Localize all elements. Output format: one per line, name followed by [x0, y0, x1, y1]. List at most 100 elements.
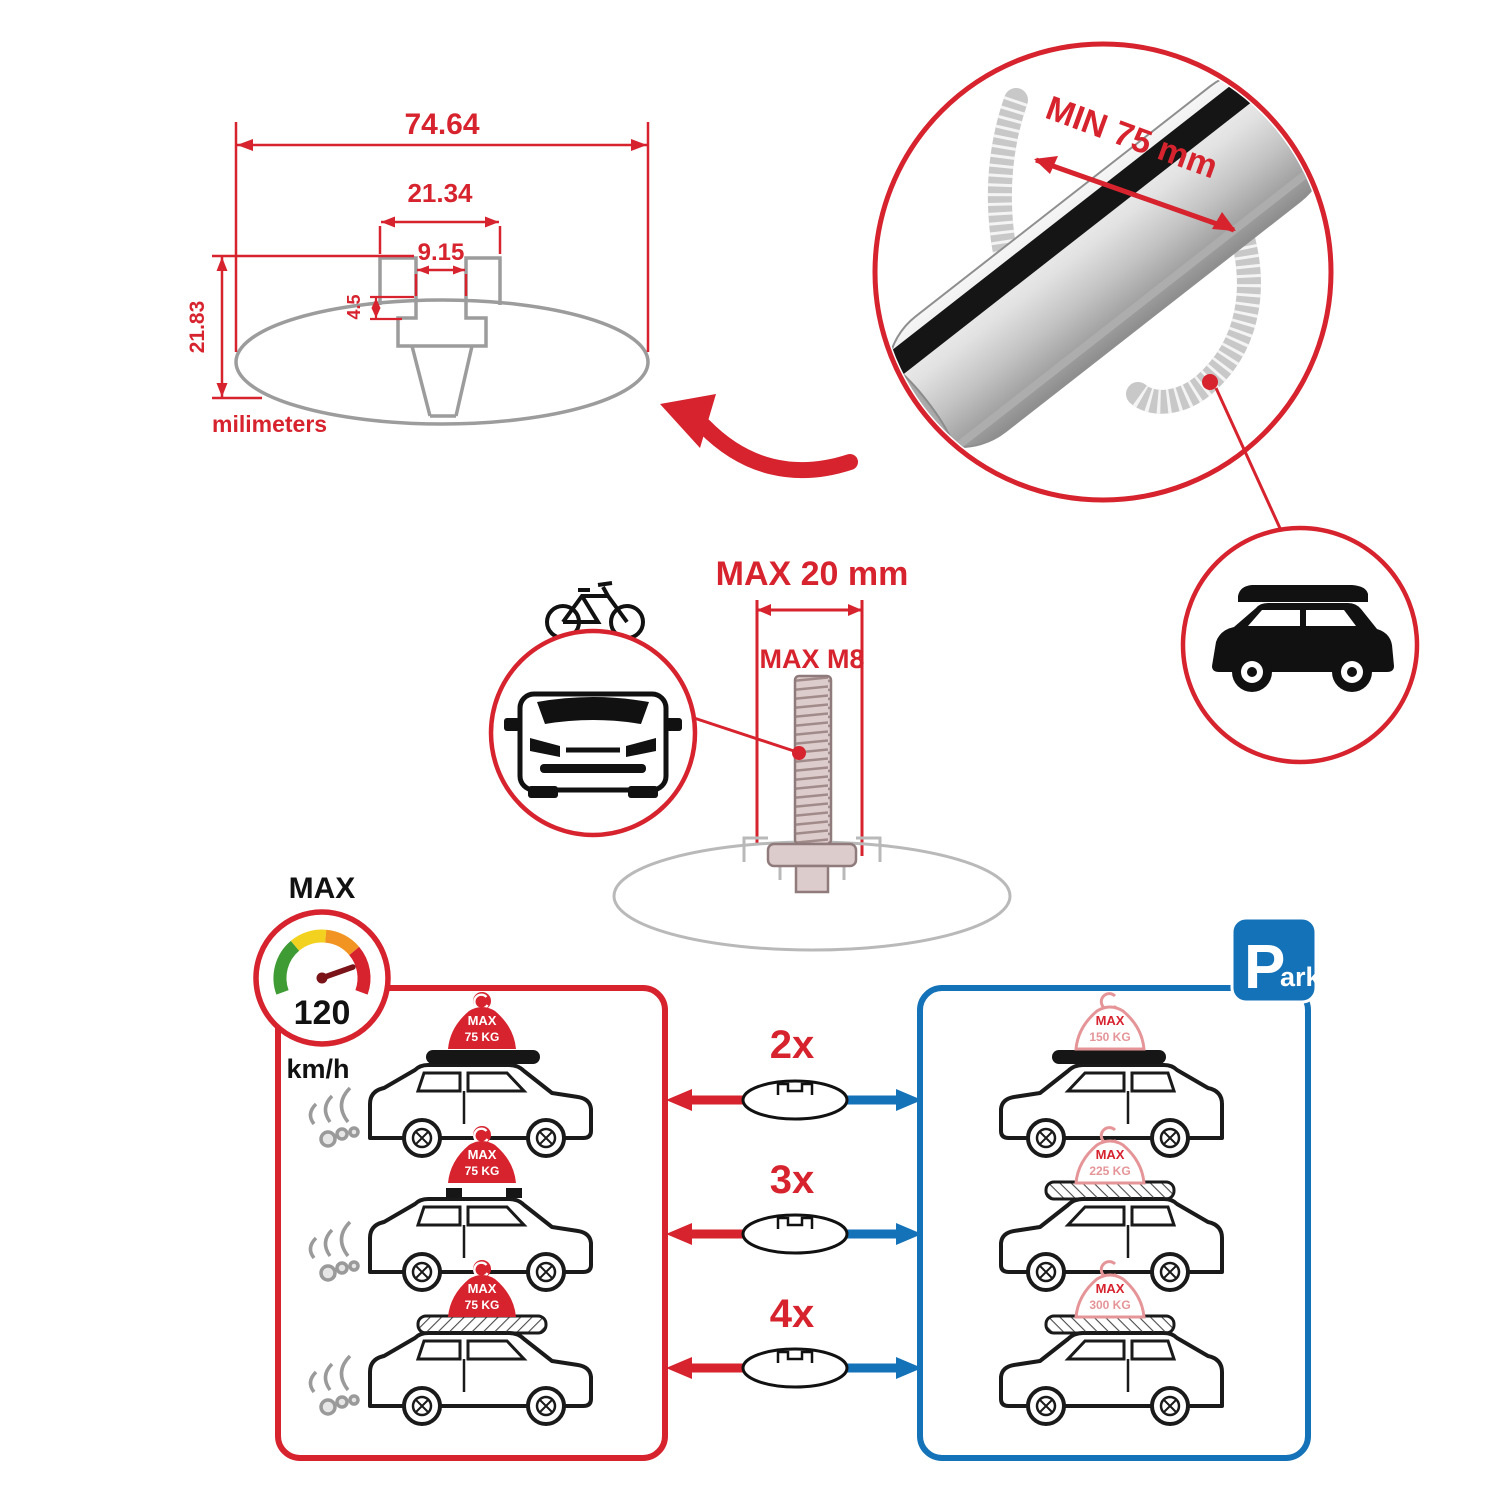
right-arrow-icon: [896, 1223, 922, 1245]
crossbar-photo-circle: MIN 75 mm: [872, 41, 1334, 538]
wheel-hub: [1247, 667, 1257, 677]
dim-arrowhead: [757, 604, 771, 616]
dim-units-label: milimeters: [212, 411, 327, 437]
profile-stem-outline: [410, 345, 474, 418]
car-front-circle: [488, 581, 698, 838]
suv-roofbox-circle: [1180, 525, 1420, 765]
rubber-channel-strip: [880, 60, 1280, 379]
left-arrow-icon: [666, 1089, 692, 1111]
crossbar-section-slot: [776, 1216, 814, 1229]
park-sign-suffix: ark: [1280, 962, 1322, 992]
load-sign-value: 300 KG: [1089, 1298, 1130, 1312]
multiplier-row-1: 2x: [666, 1023, 922, 1121]
bolt-max-thread-label: MAX M8: [759, 644, 864, 674]
bolt-dim-lines: [755, 600, 864, 856]
pointer-arrow: [660, 394, 858, 479]
bumper-band: [540, 764, 646, 773]
crossbar-section-slot: [776, 1350, 814, 1363]
load-sign: MAX 150 KG: [1074, 992, 1146, 1051]
bolt-flange: [766, 842, 858, 868]
load-sign: MAX 75 KG: [446, 990, 518, 1051]
profile-dimension-drawing: 74.64 21.34 9.15 4.5 21.: [186, 108, 650, 437]
load-sign-max: MAX: [468, 1147, 497, 1162]
left-arrow-icon: [666, 1357, 692, 1379]
dim-arrowhead: [417, 265, 429, 275]
multiplier-row-3: 4x: [666, 1292, 922, 1389]
dim-arrowhead: [1212, 212, 1236, 231]
roofbox-icon: [1238, 585, 1368, 602]
load-sign-max: MAX: [468, 1013, 497, 1028]
right-arrow-icon: [896, 1357, 922, 1379]
roofbox-icon: [426, 1050, 540, 1064]
dim-lip-label: 4.5: [344, 294, 364, 319]
callout-dot: [1202, 374, 1218, 390]
dim-total-height-label: 21.83: [186, 301, 209, 354]
load-sign-value: 75 KG: [465, 1164, 500, 1178]
multiplier-label: 3x: [770, 1158, 815, 1202]
suv-window: [1248, 610, 1300, 626]
dim-arrowhead: [631, 139, 647, 151]
dim-arrowhead: [237, 139, 253, 151]
profile-ellipse-outline: [234, 298, 650, 426]
speed-value: 120: [294, 994, 351, 1032]
roof-basket-icon: [416, 1314, 548, 1335]
dim-total-height-lines: [212, 254, 414, 400]
dim-arrowhead: [485, 216, 499, 228]
parked-car-1: MAX 150 KG: [999, 992, 1224, 1158]
callout-line-to-bolt: [693, 716, 798, 754]
left-arrow-icon: [666, 1223, 692, 1245]
load-sign-value: 225 KG: [1089, 1164, 1130, 1178]
parked-car-2: MAX 225 KG: [999, 1126, 1224, 1292]
right-arrow-icon: [896, 1089, 922, 1111]
load-sign: MAX 300 KG: [1074, 1260, 1146, 1319]
dim-total-width-lines: [234, 122, 650, 352]
crossbar-section-icon: [741, 1079, 849, 1121]
dim-arrowhead: [216, 257, 228, 271]
load-sign: MAX 225 KG: [1074, 1126, 1146, 1185]
load-sign: MAX 75 KG: [446, 1124, 518, 1185]
crossbar-section-slot: [776, 1082, 814, 1095]
dim-arrowhead: [216, 383, 228, 397]
load-sign-value: 75 KG: [465, 1030, 500, 1044]
dim-arrowhead: [1034, 156, 1058, 174]
wheel-hub: [1347, 667, 1357, 677]
dim-arrowhead: [371, 298, 381, 308]
dim-channel-outer-lines: [378, 220, 502, 254]
driving-car-3: MAX 75 KG: [308, 1258, 593, 1426]
park-sign: P ark: [1230, 916, 1322, 1004]
dim-arrowhead: [371, 308, 381, 318]
dim-channel-outer-label: 21.34: [407, 178, 473, 208]
speed-max-label: MAX: [289, 872, 356, 905]
dim-opening-lines: [414, 268, 468, 296]
multiplier-row-2: 3x: [666, 1158, 922, 1255]
roof-basket-icon: [1044, 1314, 1176, 1335]
dim-arrowhead: [381, 216, 395, 228]
pointer-arrowhead: [660, 394, 716, 448]
bolt-t-head: [794, 864, 830, 894]
bolt-spec-diagram: MAX 20 mm MAX M8: [612, 555, 1012, 952]
speedometer-hub: [316, 972, 328, 984]
load-sign-value: 150 KG: [1089, 1030, 1130, 1044]
roofbox-icon: [1052, 1050, 1166, 1064]
t-bolt-illustration: [766, 674, 858, 894]
car-front-illustration: [504, 691, 682, 798]
multiplier-label: 2x: [770, 1023, 815, 1067]
speedometer-gauge: [273, 929, 371, 995]
headlight: [626, 738, 656, 757]
park-sign-letter: P: [1244, 933, 1285, 1002]
crossbar-section-icon: [741, 1347, 849, 1389]
front-wheel: [528, 786, 558, 798]
windshield: [537, 697, 649, 724]
speed-unit: km/h: [286, 1054, 349, 1084]
profile-t-slot-outline: [378, 256, 502, 348]
suv-roofbox-illustration: [1212, 585, 1394, 692]
parked-car-3: MAX 300 KG: [999, 1260, 1224, 1426]
driving-car-1: MAX 75 KG: [308, 990, 593, 1158]
load-sign-value: 75 KG: [465, 1298, 500, 1312]
bolt-max-width-label: MAX 20 mm: [716, 555, 909, 593]
bar-groove: [945, 147, 1327, 457]
dim-opening-label: 9.15: [418, 239, 465, 266]
crossbar-section-icon: [741, 1213, 849, 1255]
